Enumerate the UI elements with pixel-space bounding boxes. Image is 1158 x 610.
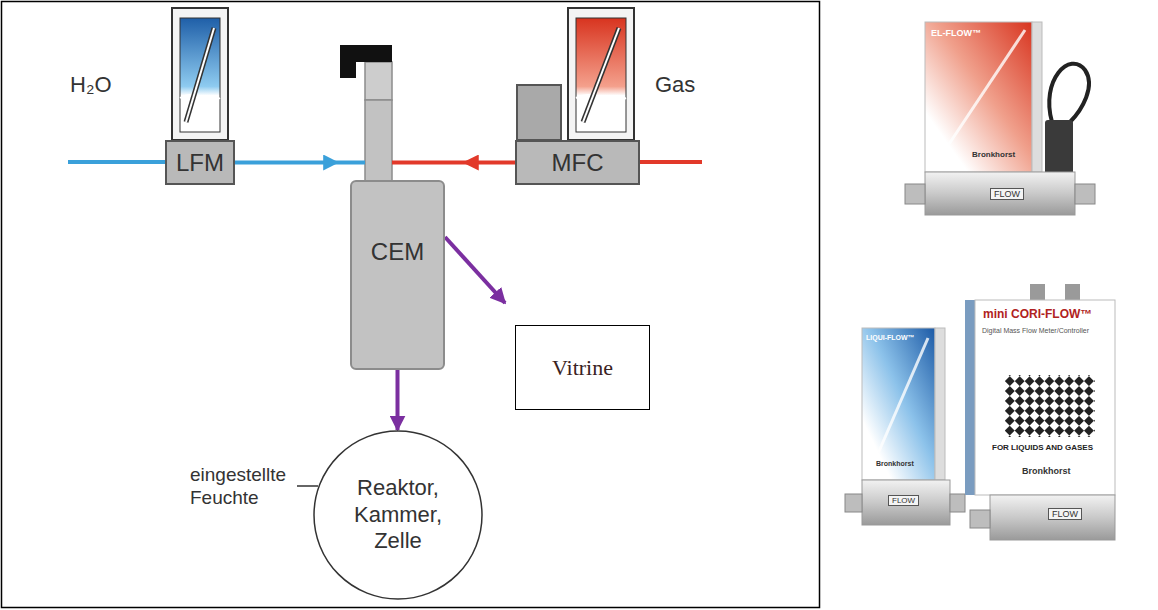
brand-name: Bronkhorst xyxy=(876,460,914,468)
product-name: LIQUI-FLOW™ xyxy=(866,334,915,342)
product-name: mini CORI-FLOW™ xyxy=(983,308,1092,322)
node-label: Vitrine xyxy=(552,355,613,381)
gas-line xyxy=(639,160,702,164)
flow-arrow xyxy=(396,370,400,430)
fluid-label: H₂O xyxy=(70,72,112,97)
product-subtitle: Digital Mass Flow Meter/Controller xyxy=(982,327,1089,335)
flow-mark: FLOW xyxy=(888,495,919,506)
fluid-label: Gas xyxy=(655,72,695,97)
node-label: MFC xyxy=(552,149,604,177)
leader-line xyxy=(297,485,318,487)
product-name: EL-FLOW™ xyxy=(931,28,981,38)
product-note: FOR LIQUIDS AND GASES xyxy=(992,443,1093,452)
liqui-flow-device xyxy=(845,328,965,525)
brand-name: Bronkhorst xyxy=(1022,466,1071,476)
mass-flow-controller-icon xyxy=(517,8,634,140)
liquid-flow-meter-icon xyxy=(172,8,228,140)
reactor-circle: Reaktor, Kammer, Zelle xyxy=(313,430,483,600)
node-label: Reaktor, Kammer, Zelle xyxy=(338,475,458,554)
flow-mark: FLOW xyxy=(1048,508,1082,520)
panel-border xyxy=(2,2,820,608)
mass-flow-controller-box: MFC xyxy=(515,140,640,185)
note-label: eingestellte Feuchte xyxy=(190,464,305,510)
mini-cori-flow-device xyxy=(965,284,1115,540)
node-label: LFM xyxy=(176,149,224,177)
brand-name: Bronkhorst xyxy=(972,150,1015,159)
flow-meter-box: LFM xyxy=(165,140,235,185)
water-line xyxy=(68,160,166,164)
fume-hood-box: Vitrine xyxy=(515,325,650,410)
flow-arrow xyxy=(445,237,505,303)
node-label: CEM xyxy=(371,238,424,266)
flow-arrow xyxy=(392,161,515,165)
flow-mark: FLOW xyxy=(990,188,1024,200)
el-flow-device xyxy=(905,22,1095,215)
flow-arrow xyxy=(235,161,365,165)
evaporator-box: CEM xyxy=(350,180,445,370)
circle-shape xyxy=(314,431,482,599)
